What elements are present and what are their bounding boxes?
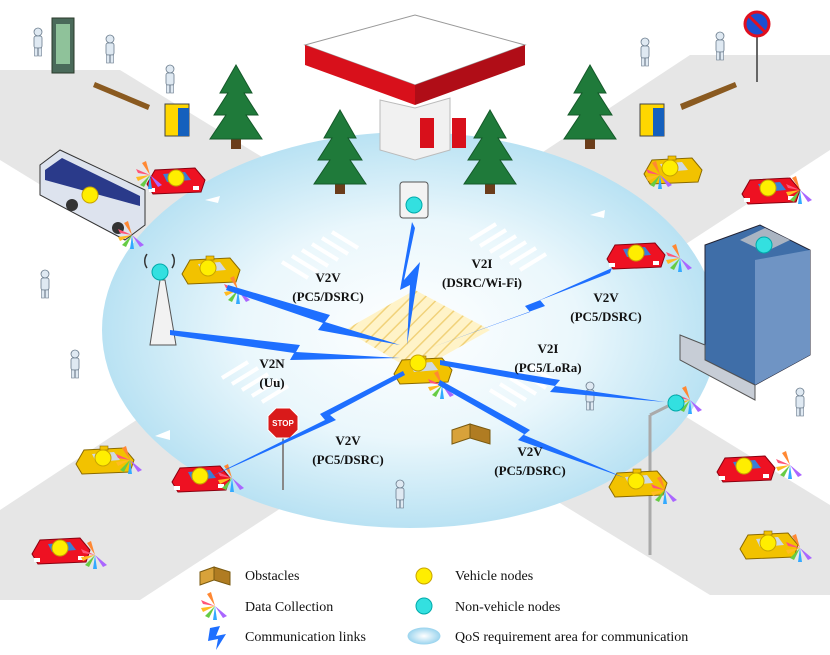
no-parking-sign-icon xyxy=(743,10,771,82)
label-v2i-e-type: V2I xyxy=(538,341,559,356)
label-v2v-sw-protocol: (PC5/DSRC) xyxy=(312,452,384,467)
legend-data-collection: Data Collection xyxy=(201,592,333,620)
link-labels: V2V (PC5/DSRC) V2I (DSRC/Wi-Fi) V2V (PC5… xyxy=(259,256,641,478)
legend-communication-links-label: Communication links xyxy=(245,630,366,645)
bench-icon xyxy=(680,82,737,110)
legend-qos-area-label: QoS requirement area for communication xyxy=(455,630,688,645)
pedestrian-icon xyxy=(33,27,43,57)
pedestrian-icon xyxy=(105,34,115,64)
svg-text:(DSRC/Wi-Fi): (DSRC/Wi-Fi) xyxy=(442,275,522,290)
vehicle-node-icon xyxy=(415,567,433,585)
link-v2i-e xyxy=(440,360,665,402)
link-v2n xyxy=(170,330,400,360)
link-v2v-nw xyxy=(226,285,400,345)
legend-non-vehicle-nodes-label: Non-vehicle nodes xyxy=(455,600,560,615)
legend-vehicle-nodes: Vehicle nodes xyxy=(415,567,533,585)
label-v2v-ne-protocol: (PC5/DSRC) xyxy=(570,309,642,324)
vehicle-node xyxy=(759,179,777,197)
link-v2v-se xyxy=(438,380,625,478)
stop-sign-text: STOP xyxy=(272,419,294,428)
svg-text:(Uu): (Uu) xyxy=(259,375,284,390)
svg-text:(PC5/DSRC): (PC5/DSRC) xyxy=(292,289,364,304)
obstacle-boxes-icon xyxy=(199,566,231,586)
vehicle-node xyxy=(661,159,679,177)
pedestrian-icon xyxy=(795,387,805,417)
data-collection-icon xyxy=(201,592,227,620)
non-vehicle-nodes xyxy=(151,196,773,412)
mailbox-icon xyxy=(164,103,190,137)
label-v2v-ne-type: V2V xyxy=(593,290,619,305)
pedestrian-icon xyxy=(640,37,650,67)
label-v2v-sw-type: V2V xyxy=(335,433,361,448)
label-v2v-se-protocol: (PC5/DSRC) xyxy=(494,463,566,478)
vehicle-node xyxy=(759,534,777,552)
legend-communication-links: Communication links xyxy=(208,626,366,650)
tree-icon xyxy=(563,64,617,150)
billboard-icon xyxy=(51,17,75,74)
legend-qos-area: QoS requirement area for communication xyxy=(407,627,688,645)
legend-data-collection-label: Data Collection xyxy=(245,600,333,615)
non-vehicle-node xyxy=(755,236,773,254)
vehicle-node xyxy=(627,244,645,262)
legend-obstacles-label: Obstacles xyxy=(245,569,299,584)
vehicle-node xyxy=(51,539,69,557)
label-v2n-type: V2N xyxy=(259,356,285,371)
vehicle-node xyxy=(167,169,185,187)
svg-text:V2I: V2I xyxy=(538,341,559,356)
vehicle-node xyxy=(191,467,209,485)
bench-icon xyxy=(93,82,150,110)
stop-sign-icon: STOP xyxy=(267,407,299,490)
pedestrian-icon xyxy=(70,349,80,379)
svg-text:V2N: V2N xyxy=(259,356,285,371)
svg-text:V2V: V2V xyxy=(593,290,619,305)
svg-text:V2V: V2V xyxy=(335,433,361,448)
lightning-icon xyxy=(208,626,226,650)
intersection-box xyxy=(345,290,490,372)
legend: Obstacles Data Collection Communication … xyxy=(199,566,688,650)
legend-non-vehicle-nodes: Non-vehicle nodes xyxy=(415,597,560,615)
label-v2v-nw-type: V2V xyxy=(315,270,341,285)
vehicle-node xyxy=(94,449,112,467)
non-vehicle-node xyxy=(151,263,169,281)
obstacle-boxes-icon xyxy=(451,423,491,445)
svg-text:V2V: V2V xyxy=(315,270,341,285)
link-v2v-sw xyxy=(208,371,405,478)
base-station-icon xyxy=(144,253,177,346)
communication-links xyxy=(170,222,665,478)
svg-text:(PC5/LoRa): (PC5/LoRa) xyxy=(514,360,581,375)
label-v2v-se-type: V2V xyxy=(517,444,543,459)
vehicle-node xyxy=(81,186,99,204)
svg-text:(PC5/DSRC): (PC5/DSRC) xyxy=(570,309,642,324)
qos-area-icon xyxy=(407,627,441,645)
non-vehicle-node xyxy=(667,394,685,412)
crosswalks xyxy=(220,222,558,408)
vehicle-node xyxy=(199,259,217,277)
vehicle-nodes xyxy=(51,159,777,557)
vehicle-node xyxy=(735,457,753,475)
label-v2n-protocol: (Uu) xyxy=(259,375,284,390)
mailbox-icon xyxy=(639,103,665,137)
pedestrian-icon xyxy=(40,269,50,299)
label-v2i-e-protocol: (PC5/LoRa) xyxy=(514,360,581,375)
label-v2v-nw-protocol: (PC5/DSRC) xyxy=(292,289,364,304)
legend-vehicle-nodes-label: Vehicle nodes xyxy=(455,569,533,584)
svg-text:(PC5/DSRC): (PC5/DSRC) xyxy=(494,463,566,478)
label-v2i-n-protocol: (DSRC/Wi-Fi) xyxy=(442,275,522,290)
vehicle-node xyxy=(627,472,645,490)
svg-text:V2V: V2V xyxy=(517,444,543,459)
label-v2i-n-type: V2I xyxy=(472,256,493,271)
non-vehicle-node xyxy=(405,196,423,214)
non-vehicle-node-icon xyxy=(415,597,433,615)
pedestrian-icon xyxy=(165,64,175,94)
svg-text:(PC5/DSRC): (PC5/DSRC) xyxy=(312,452,384,467)
svg-text:V2I: V2I xyxy=(472,256,493,271)
link-v2i-n xyxy=(400,222,420,345)
tree-icon xyxy=(209,64,263,150)
legend-obstacles: Obstacles xyxy=(199,566,299,586)
building-icon xyxy=(679,224,811,401)
vehicle-node xyxy=(409,354,427,372)
gas-station-icon xyxy=(303,14,527,161)
